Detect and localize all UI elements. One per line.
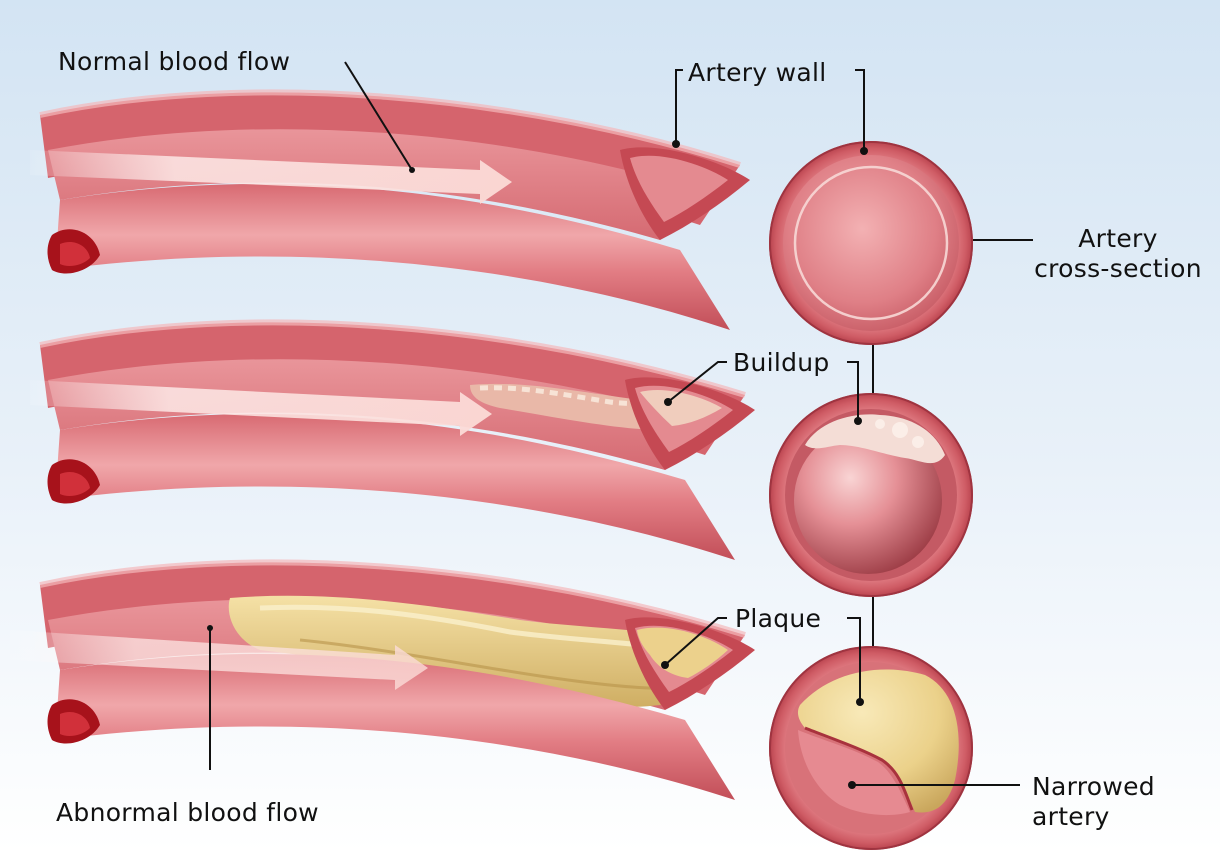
label-buildup: Buildup <box>733 348 830 378</box>
cross-section-normal <box>769 141 973 345</box>
cross-section-buildup <box>769 393 973 597</box>
label-artery-wall: Artery wall <box>688 58 827 88</box>
label-narrowed-artery-line2: artery <box>1032 802 1155 832</box>
label-artery-cross-section-line1: Artery <box>1028 224 1208 254</box>
label-normal-blood-flow: Normal blood flow <box>58 47 290 77</box>
cross-section-plaque <box>769 646 973 850</box>
label-abnormal-blood-flow: Abnormal blood flow <box>56 798 319 828</box>
label-narrowed-artery: Narrowed artery <box>1032 772 1155 832</box>
label-plaque: Plaque <box>735 604 821 634</box>
label-artery-cross-section-line2: cross-section <box>1028 254 1208 284</box>
label-narrowed-artery-line1: Narrowed <box>1032 772 1155 802</box>
label-artery-cross-section: Artery cross-section <box>1028 224 1208 284</box>
